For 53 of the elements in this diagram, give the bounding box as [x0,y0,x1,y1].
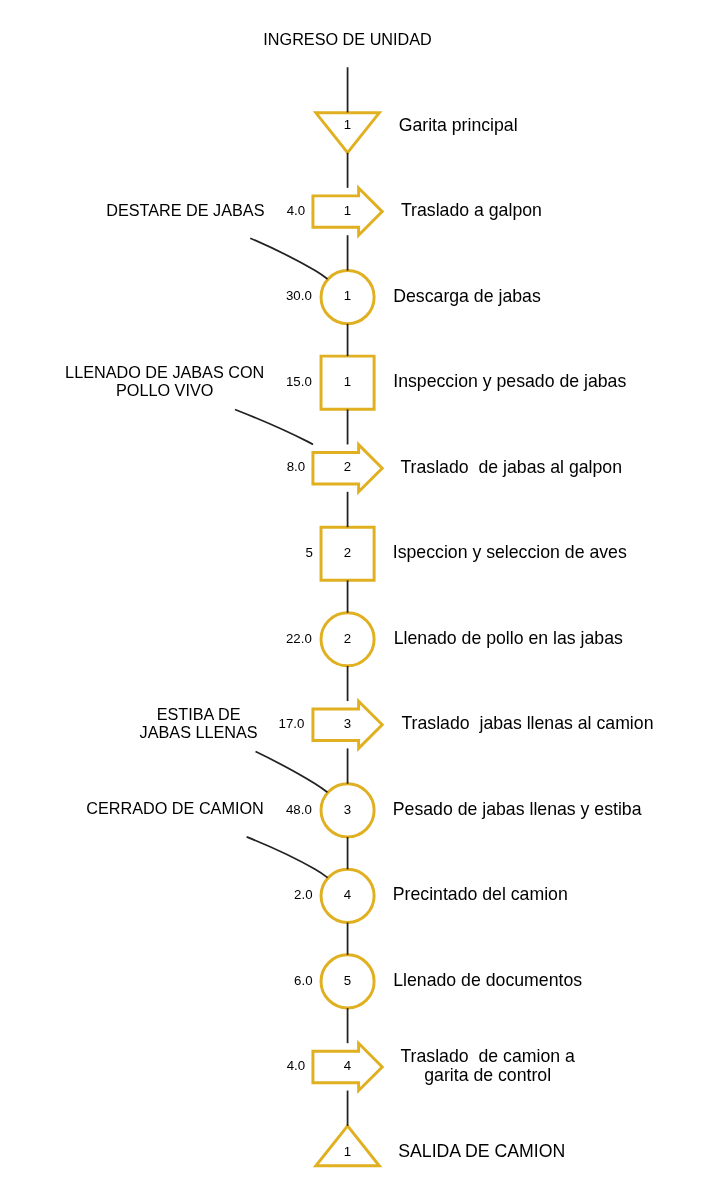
node-label: Descarga de jabas [392,285,541,306]
node-box: 2 [319,525,376,582]
node-circle: 3 [319,782,376,839]
connector [346,66,348,114]
connector [346,747,348,785]
connector [346,836,348,871]
node-text: INGRESO DE UNIDAD [262,29,432,48]
node-label: SALIDA DE CAMION [397,1141,565,1162]
node-label: 5 [305,544,313,560]
connector [346,1089,348,1127]
node-label: 4.0 [286,1058,305,1074]
node-circle: 4 [319,867,376,924]
connector [346,665,348,702]
node-label: 30.0 [285,288,312,304]
node-label: Llenado de documentos [392,969,582,990]
connector [346,921,348,956]
node-label: Traslado de jabas al galpon [399,456,622,477]
connector [254,750,328,794]
connector [245,836,328,879]
node-circle: 1 [319,269,376,326]
node-text: ESTIBA DE JABAS LLENAS [139,705,258,741]
node-label: Garita principal [398,114,518,135]
node-label: 22.0 [285,630,312,646]
node-text: CERRADO DE CAMION [85,799,264,818]
node-label: 6.0 [293,972,313,988]
node-circle: 2 [319,611,376,668]
connector [346,579,348,614]
node-label: Ispeccion y seleccion de aves [392,542,627,563]
connector [346,408,348,446]
connector [346,490,348,529]
connector [248,237,328,280]
connector [346,1007,348,1045]
node-label: Traslado de camion a garita de control [399,1045,575,1086]
node-label: 4.0 [286,202,305,218]
node-label: Inspeccion y pesado de jabas [392,371,626,392]
node-text: DESTARE DE JABAS [105,200,265,219]
node-box: 1 [319,354,376,411]
node-label: 8.0 [286,459,305,475]
node-label: 17.0 [278,716,304,732]
connector [346,234,348,272]
node-label: Precintado del camion [392,884,568,905]
node-label: Llenado de pollo en las jabas [393,627,623,648]
connector [346,151,348,189]
node-label: 2.0 [293,887,313,903]
node-label: Traslado a galpon [400,200,542,221]
node-label: Pesado de jabas llenas y estiba [392,798,642,819]
node-label: Traslado jabas llenas al camion [400,713,653,734]
connector [346,322,348,357]
node-circle: 5 [319,953,376,1010]
connector [233,408,314,446]
node-text: LLENADO DE JABAS CON POLLO VIVO [64,362,264,399]
node-label: 48.0 [285,801,312,817]
node-label: 15.0 [285,373,312,389]
